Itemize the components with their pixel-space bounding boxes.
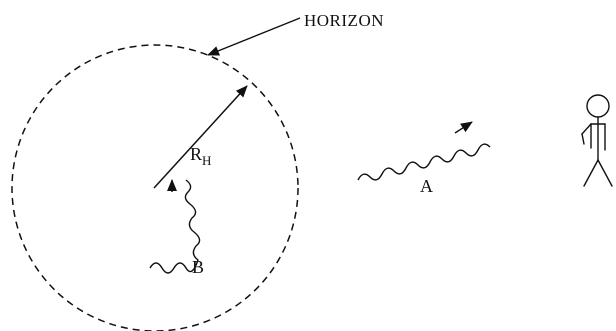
radius-label: RH — [190, 144, 211, 168]
wave-b-label: B — [192, 257, 204, 277]
horizon-circle — [11, 44, 299, 331]
horizon-label: HORIZON — [304, 11, 384, 30]
svg-text:RH: RH — [190, 144, 211, 168]
radius-arrow — [153, 85, 248, 189]
horizon-pointer-arrow — [207, 17, 301, 56]
radius-label-main: R — [190, 144, 202, 164]
wave-b-squiggle — [149, 179, 201, 274]
stick-figure-icon — [581, 94, 613, 187]
wave-a-squiggle — [357, 143, 491, 181]
wave-a-arrow — [454, 121, 473, 134]
wave-a-label: A — [420, 176, 433, 196]
radius-label-subscript: H — [202, 153, 211, 168]
